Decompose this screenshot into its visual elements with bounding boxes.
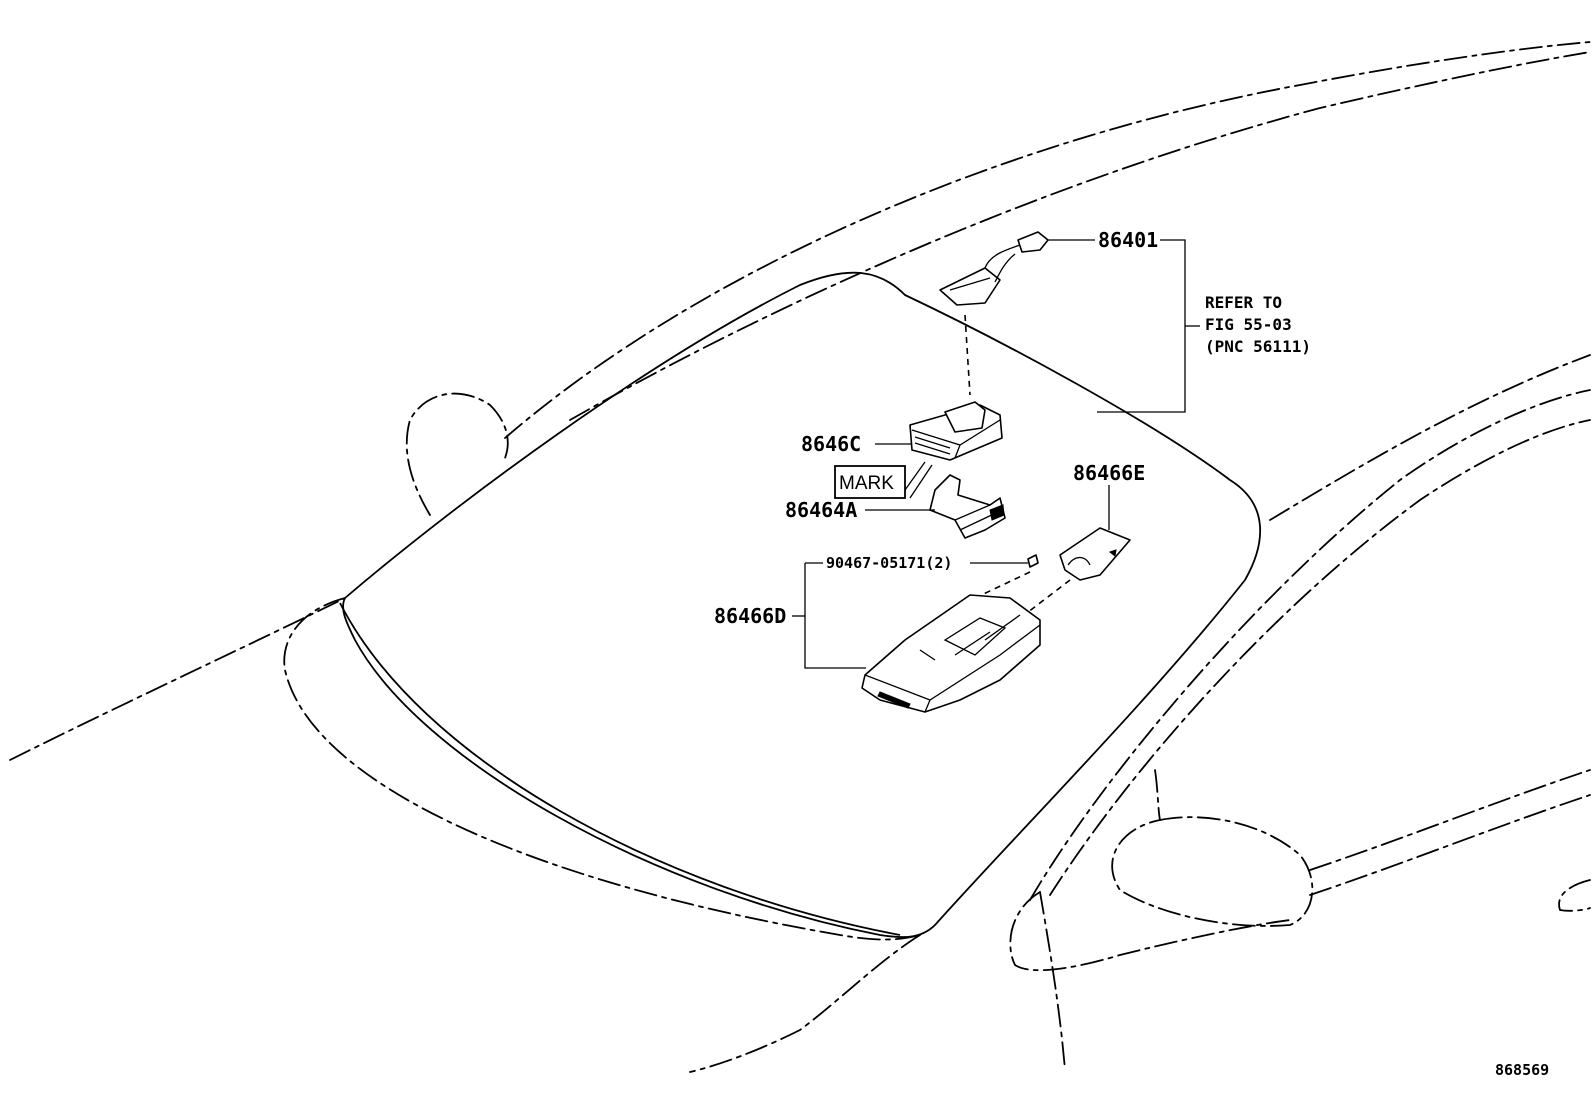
label-8646c: 8646C — [801, 432, 861, 456]
cover-86466d-vent — [877, 691, 911, 709]
part-86466e — [1059, 527, 1131, 581]
label-refer-line2: FIG 55-03 — [1205, 315, 1292, 334]
car-outline — [9, 41, 1591, 1073]
part-86401 — [939, 231, 1049, 396]
bracket-86464a-clip — [989, 504, 1005, 521]
cover-86466d-body — [861, 594, 1041, 713]
labels: 86401 REFER TO FIG 55-03 (PNC 56111) 864… — [714, 228, 1549, 1079]
bracket-86464a — [929, 474, 1006, 539]
bracket-86466e — [1059, 527, 1131, 581]
windshield — [339, 271, 1261, 939]
right-door-line — [1309, 769, 1591, 871]
pillar-vertical — [1039, 891, 1066, 1071]
part-86466d — [861, 594, 1041, 713]
right-body-upper — [1269, 354, 1591, 521]
mark-box — [834, 465, 906, 499]
right-edge-arc — [1558, 879, 1591, 912]
right-mirror — [1111, 816, 1314, 927]
roof-edge — [504, 41, 1591, 439]
cowl-line — [283, 597, 921, 941]
part-8646c — [909, 401, 1003, 461]
left-mirror — [405, 392, 509, 516]
right-door-line-2 — [1309, 794, 1591, 896]
camera-8646c-connector — [944, 401, 986, 433]
sensor-86401-body — [939, 267, 1001, 306]
right-window-inner — [1049, 419, 1591, 896]
connector-86401 — [1017, 231, 1049, 253]
roof-inner-line — [569, 51, 1591, 421]
right-fender — [1009, 891, 1291, 972]
windshield-outline — [342, 271, 1261, 939]
leader-clip-to-cover — [974, 571, 1031, 599]
leader-lines — [792, 239, 1200, 669]
label-refer-line1: REFER TO — [1205, 293, 1282, 312]
label-refer-line3: (PNC 56111) — [1205, 337, 1311, 356]
label-86466d: 86466D — [714, 604, 786, 628]
label-90467-05171: 90467-05171(2) — [826, 554, 952, 572]
clip-90467 — [1027, 554, 1039, 568]
label-mark: MARK — [839, 473, 894, 494]
figure-number: 868569 — [1495, 1061, 1549, 1079]
hood-line — [9, 597, 346, 761]
label-86466e: 86466E — [1073, 461, 1145, 485]
pillar-vertical-2 — [1154, 769, 1161, 821]
label-86401: 86401 — [1098, 228, 1158, 252]
windshield-lower-inner — [339, 602, 901, 936]
right-window-frame — [1029, 389, 1591, 901]
label-86464a: 86464A — [785, 498, 857, 522]
a-pillar-left — [689, 934, 921, 1073]
part-86464a — [929, 474, 1006, 539]
leader-86401-to-8646c — [964, 314, 971, 396]
